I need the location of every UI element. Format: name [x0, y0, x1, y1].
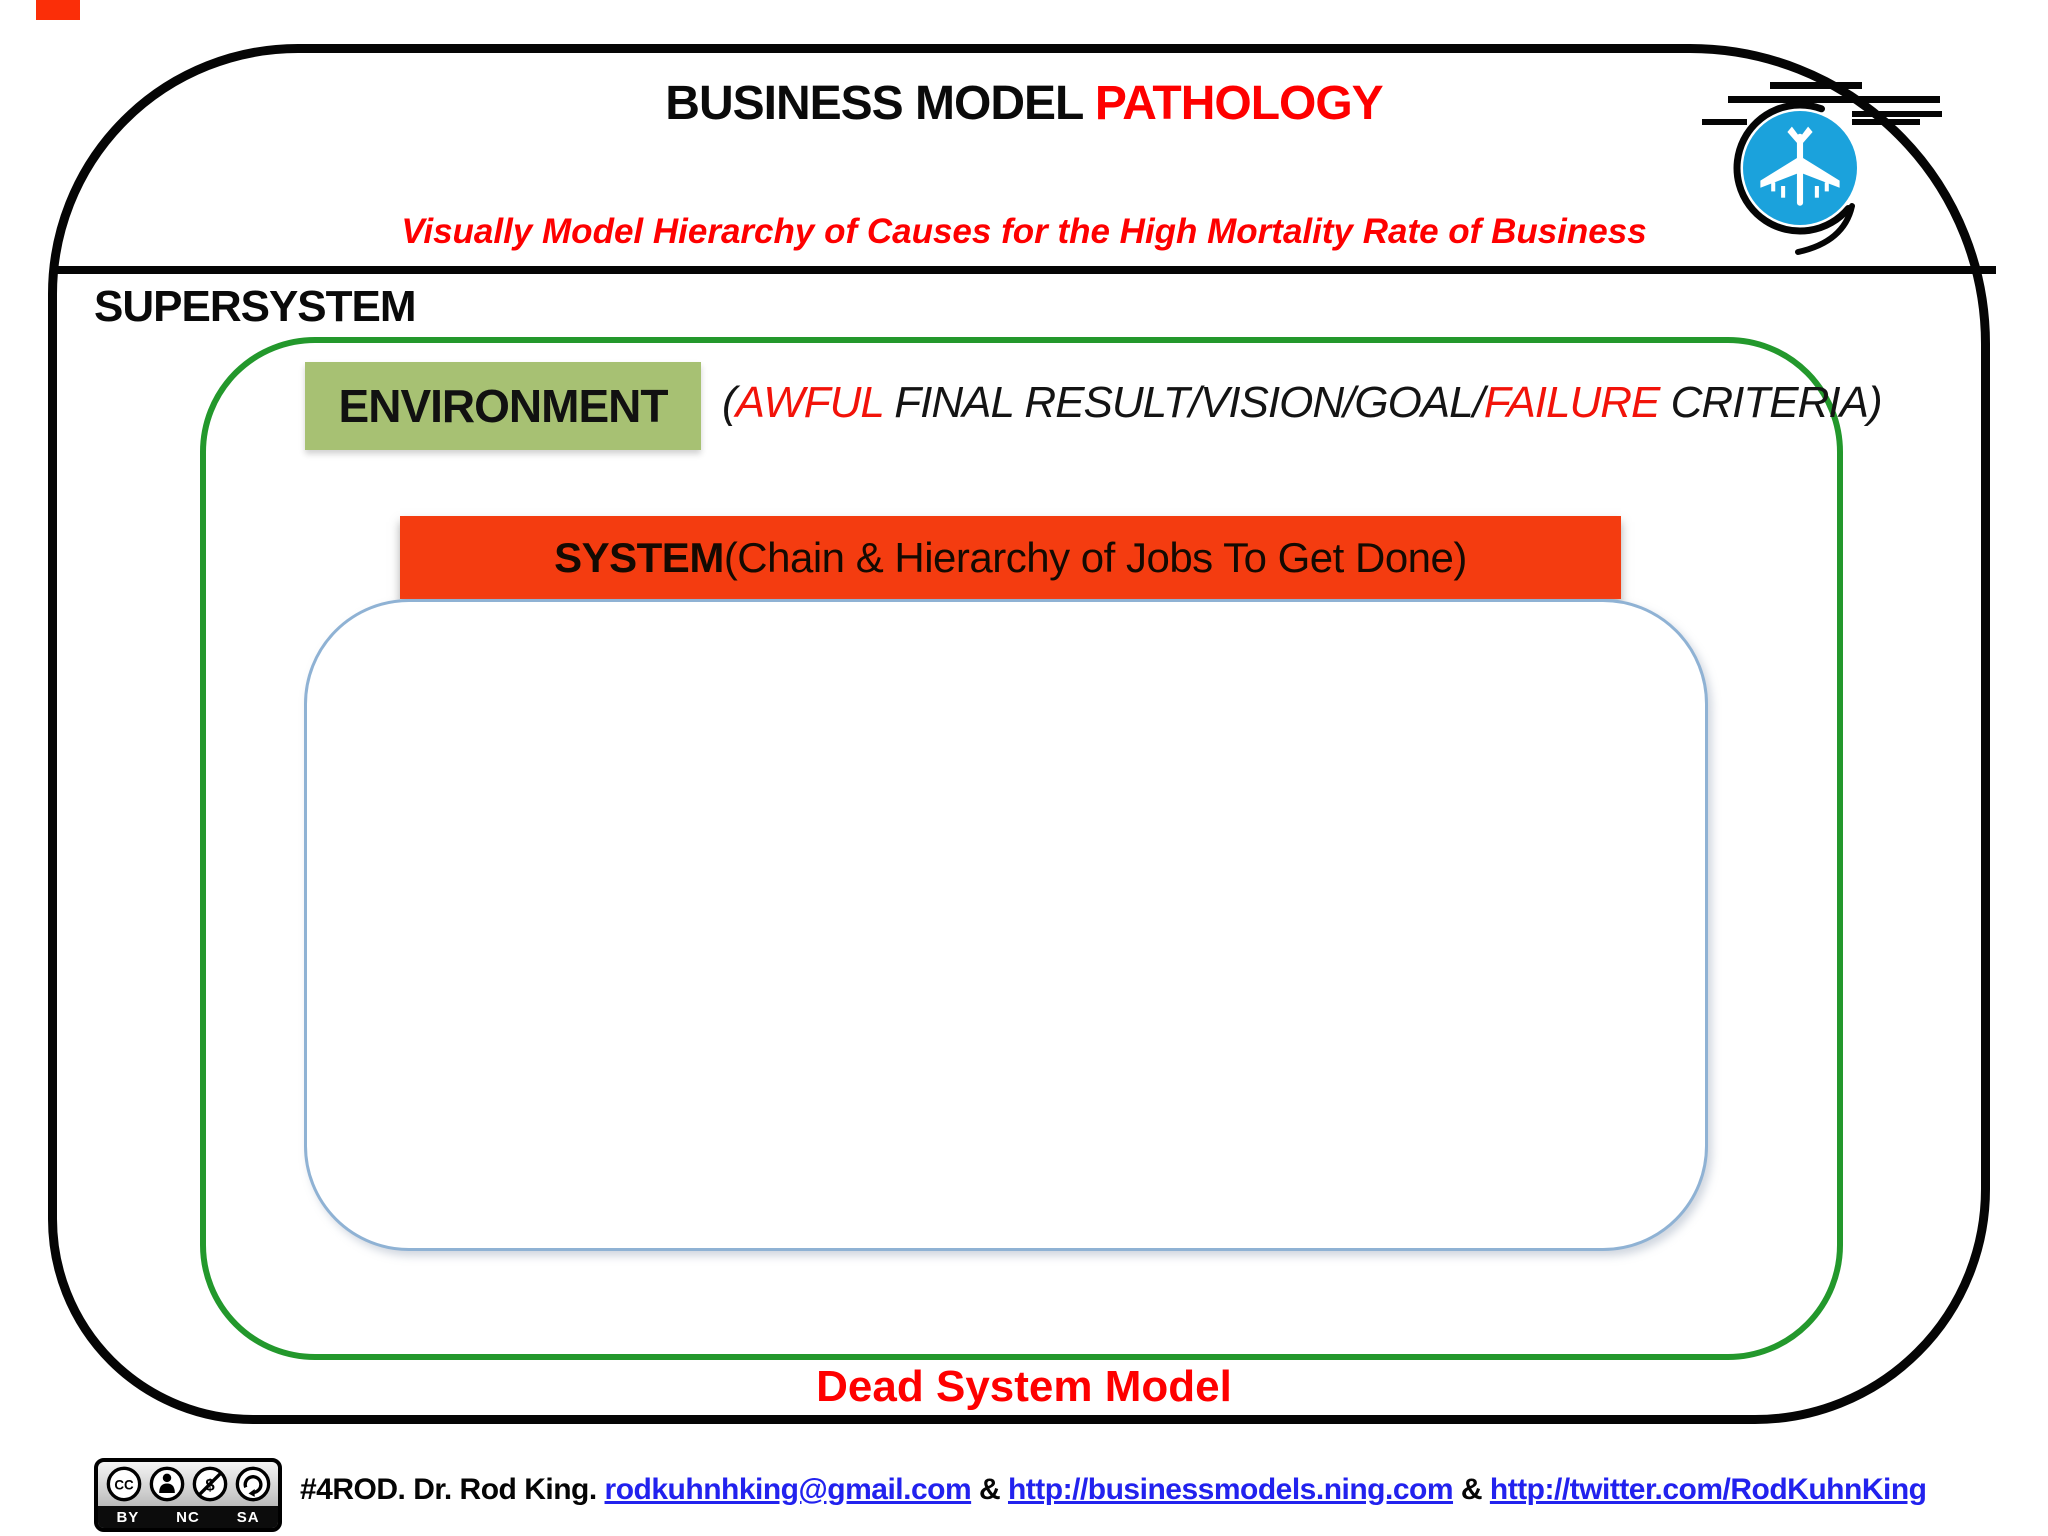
cc-license-icons: CC $: [98, 1462, 278, 1503]
note-close: CRITERIA): [1659, 378, 1883, 427]
noncommercial-dollar-icon: $: [192, 1466, 227, 1502]
airplane-icon: [1702, 82, 1942, 255]
page-title-black: BUSINESS MODEL: [665, 77, 1095, 130]
twitter-link[interactable]: http://twitter.com/RodKuhnKing: [1489, 1473, 1927, 1506]
footer-credit: #4ROD. Dr. Rod King. rodkuhnhking@gmail.…: [300, 1468, 2020, 1512]
environment-note: (AWFUL FINAL RESULT/VISION/GOAL/FAILURE …: [722, 378, 1883, 428]
note-open: (: [722, 378, 737, 427]
note-failure: FAILURE: [1483, 378, 1661, 427]
cc-license-terms: BY NC SA: [98, 1506, 278, 1528]
airplane-logo: [1686, 58, 1946, 288]
system-bar: SYSTEM (Chain & Hierarchy of Jobs To Get…: [400, 516, 1621, 599]
email-link[interactable]: rodkuhnhking@gmail.com: [604, 1473, 972, 1506]
footer-prefix: #4ROD. Dr. Rod King.: [300, 1473, 605, 1506]
supersystem-label: SUPERSYSTEM: [94, 282, 417, 331]
businessmodels-link[interactable]: http://businessmodels.ning.com: [1007, 1473, 1454, 1506]
cc-icon: CC: [106, 1466, 141, 1502]
page-title: BUSINESS MODEL PATHOLOGY: [0, 76, 2048, 131]
stray-red-mark: [36, 0, 80, 20]
cc-nc-label: NC: [176, 1508, 200, 1526]
header-divider: [52, 266, 1996, 274]
system-label-bold: SYSTEM: [554, 533, 724, 581]
note-mid: FINAL RESULT/VISION/GOAL/: [883, 378, 1485, 427]
cc-sa-label: SA: [236, 1508, 260, 1526]
page-title-red: PATHOLOGY: [1094, 77, 1384, 130]
footer-sep-1: &: [971, 1473, 1008, 1506]
footer-sep-2: &: [1453, 1473, 1490, 1506]
dead-system-label: Dead System Model: [816, 1362, 1232, 1411]
svg-text:CC: CC: [114, 1478, 134, 1493]
system-label-rest: (Chain & Hierarchy of Jobs To Get Done): [723, 533, 1468, 581]
attribution-person-icon: [149, 1466, 184, 1502]
cc-license-badge: CC $ BY NC SA: [94, 1458, 282, 1532]
sharealike-arrow-icon: [235, 1466, 270, 1502]
cc-by-label: BY: [116, 1508, 140, 1526]
environment-label: ENVIRONMENT: [305, 362, 701, 450]
dead-system-box: [304, 599, 1708, 1251]
supersystem-frame: [48, 44, 1990, 1424]
page-subtitle: Visually Model Hierarchy of Causes for t…: [401, 212, 1647, 251]
note-awful: AWFUL: [735, 378, 884, 427]
